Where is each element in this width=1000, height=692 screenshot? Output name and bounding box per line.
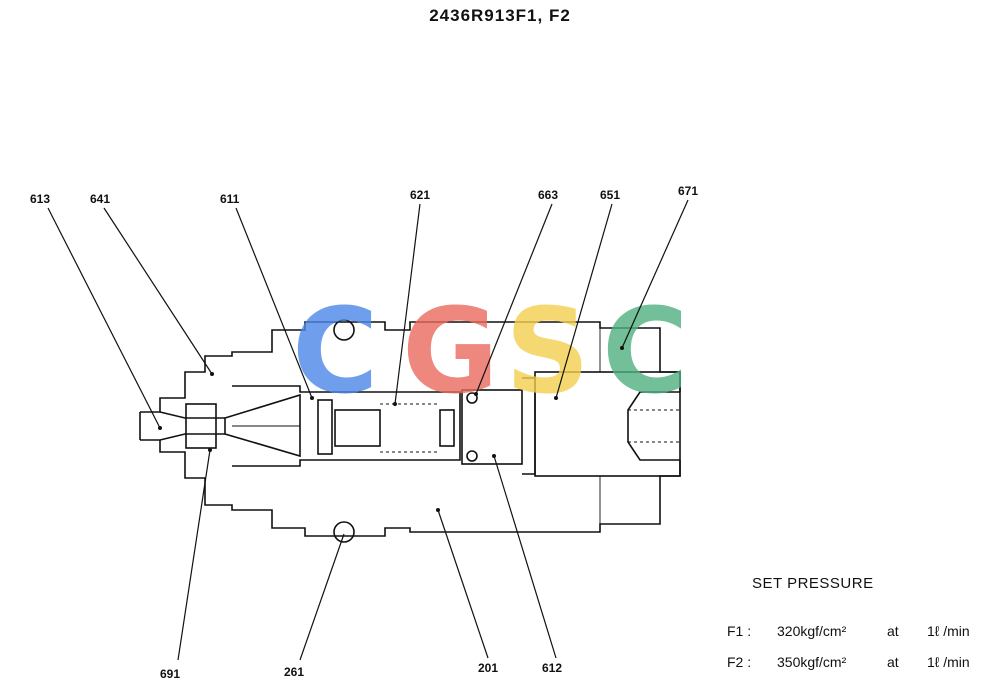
label-611: 611	[220, 192, 240, 206]
leader-641	[103, 207, 213, 375]
row-at: at	[887, 654, 899, 670]
cgsc-watermark: C G S C	[292, 282, 689, 420]
housing-outline-bottom	[140, 439, 681, 537]
housing-outline-top	[140, 321, 681, 413]
leader-671	[621, 199, 689, 349]
poppet-cone	[224, 393, 301, 458]
inner-sleeve	[232, 385, 461, 467]
leader-261	[299, 533, 345, 661]
leader-651	[555, 203, 613, 399]
plug	[534, 371, 681, 477]
row-at: at	[887, 623, 899, 639]
label-651: 651	[600, 188, 620, 202]
watermark-letter: C	[602, 282, 689, 420]
piston	[461, 389, 523, 465]
leader-611	[235, 207, 313, 399]
row-flow: 1ℓ /min	[927, 654, 970, 670]
leader-612	[493, 455, 557, 659]
watermark-letter: S	[505, 282, 590, 420]
set-pressure-row-f1: F1 : 320kgf/cm² at 1ℓ /min	[727, 623, 970, 639]
adjusting-screw	[139, 411, 225, 441]
leader-621	[394, 203, 421, 405]
leader-613	[47, 207, 161, 429]
leader-663	[475, 203, 553, 395]
row-id: F2 :	[727, 654, 752, 670]
row-id: F1 :	[727, 623, 752, 639]
label-671: 671	[678, 184, 698, 198]
set-pressure-heading: SET PRESSURE	[752, 575, 874, 592]
drawing-title: 2436R913F1, F2	[429, 6, 571, 25]
row-flow: 1ℓ /min	[927, 623, 970, 639]
leader-201	[437, 509, 489, 659]
label-261: 261	[284, 665, 304, 679]
watermark-letter: G	[402, 282, 499, 420]
label-641: 641	[90, 192, 110, 206]
label-613: 613	[30, 192, 50, 206]
label-663: 663	[538, 188, 558, 202]
row-pressure: 350kgf/cm²	[777, 654, 847, 670]
leader-691	[177, 449, 211, 661]
lock-nut	[185, 403, 217, 449]
watermark-letter: C	[292, 282, 379, 420]
label-691: 691	[160, 667, 180, 681]
row-pressure: 320kgf/cm²	[777, 623, 847, 639]
set-pressure-row-f2: F2 : 350kgf/cm² at 1ℓ /min	[727, 654, 970, 670]
label-612: 612	[542, 661, 562, 675]
label-621: 621	[410, 188, 430, 202]
o-ring-261	[333, 521, 355, 543]
o-ring-top	[333, 319, 355, 341]
label-201: 201	[478, 661, 498, 675]
